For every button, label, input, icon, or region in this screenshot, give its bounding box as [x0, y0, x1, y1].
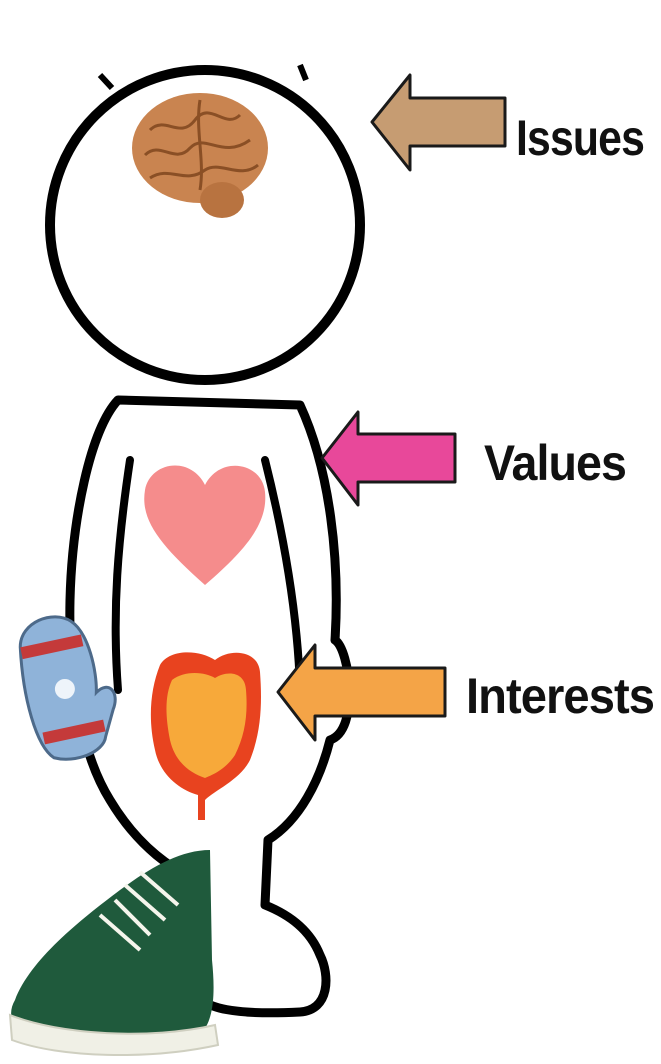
- values-label: Values: [484, 435, 626, 491]
- interests-label: Interests: [466, 668, 654, 724]
- interests-arrow: [278, 645, 445, 740]
- issues-arrow: [372, 75, 505, 170]
- values-arrow: [322, 412, 455, 505]
- issues-label: Issues: [516, 110, 644, 166]
- sneaker-icon: [10, 850, 218, 1055]
